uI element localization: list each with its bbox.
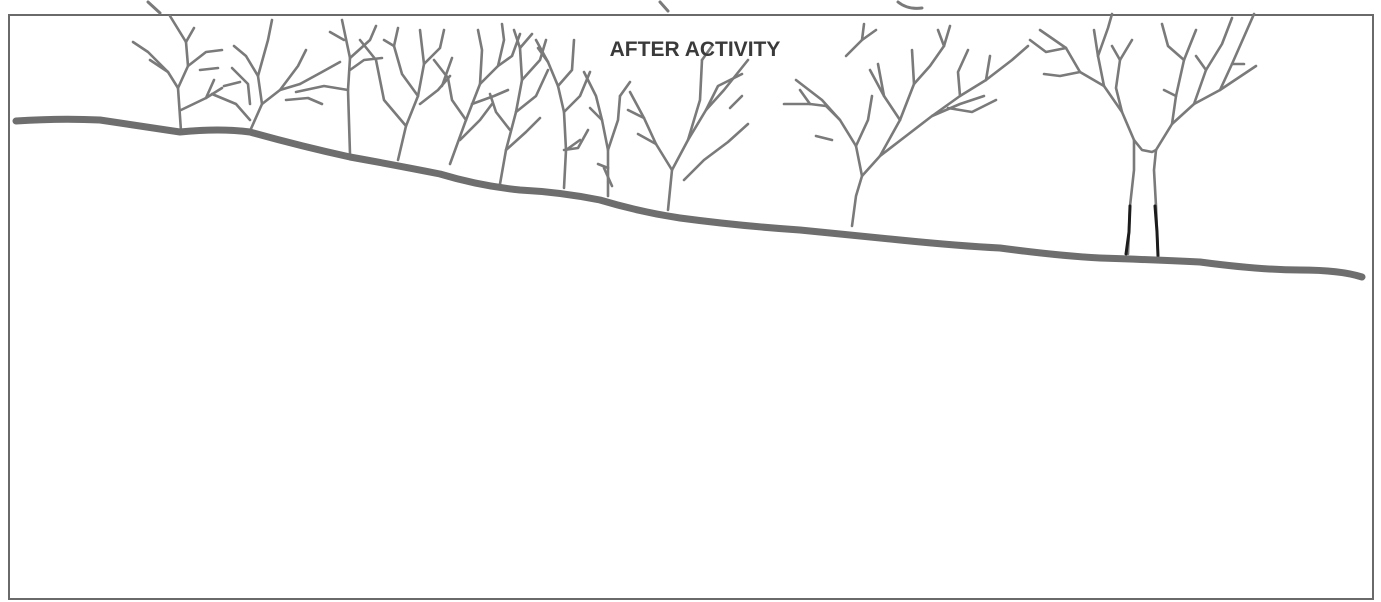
- branch-stroke: [234, 46, 258, 76]
- branch-stroke: [730, 96, 742, 108]
- cropped-stroke: [898, 2, 922, 8]
- drawing-frame: [9, 15, 1373, 599]
- branch-stroke: [500, 30, 522, 184]
- branch-stroke: [296, 86, 348, 92]
- branch-stroke: [133, 42, 168, 72]
- branch-stroke: [258, 20, 272, 104]
- bare-tree: [536, 40, 590, 188]
- branch-stroke: [490, 94, 510, 130]
- branch-stroke: [668, 74, 742, 210]
- branch-stroke: [300, 62, 340, 84]
- frame-border: [9, 15, 1373, 599]
- branch-stroke: [796, 80, 862, 176]
- branch-stroke: [630, 92, 672, 170]
- branch-stroke: [200, 68, 218, 70]
- branch-stroke: [181, 88, 222, 110]
- branch-stroke: [286, 98, 322, 104]
- branch-stroke: [816, 136, 832, 140]
- cropped-strokes-above-frame: [148, 2, 922, 13]
- branch-stroke: [800, 90, 810, 104]
- bare-tree: [133, 16, 222, 131]
- bare-tree: [564, 72, 630, 196]
- cropped-stroke: [148, 2, 160, 13]
- branch-stroke: [538, 48, 566, 188]
- branch-stroke: [598, 164, 608, 168]
- branch-stroke: [880, 50, 914, 156]
- branch-stroke: [1098, 14, 1112, 56]
- branch-stroke: [564, 130, 588, 150]
- branch-stroke: [186, 28, 194, 42]
- branch-stroke: [1196, 56, 1206, 70]
- branch-stroke: [584, 72, 608, 196]
- branch-stroke: [1172, 30, 1196, 124]
- branch-stroke: [450, 30, 482, 164]
- branch-stroke: [1162, 24, 1184, 60]
- branch-stroke: [558, 40, 574, 86]
- branch-stroke: [212, 94, 250, 120]
- branch-stroke: [384, 40, 394, 46]
- branch-stroke: [784, 104, 840, 120]
- branch-stroke: [398, 30, 424, 160]
- branch-stroke: [224, 82, 240, 86]
- cropped-stroke: [660, 2, 668, 11]
- branch-stroke: [938, 30, 944, 46]
- branch-stroke: [232, 68, 250, 104]
- branch-stroke: [522, 40, 546, 80]
- bare-tree: [784, 24, 1028, 226]
- branch-stroke: [1154, 66, 1256, 256]
- bare-tree: [296, 20, 382, 154]
- bare-tree: [212, 20, 340, 131]
- branch-stroke: [360, 40, 406, 126]
- branch-stroke: [620, 82, 630, 96]
- branch-stroke: [608, 96, 620, 150]
- bare-tree: [628, 46, 748, 210]
- branch-stroke: [420, 76, 450, 104]
- branch-stroke: [188, 50, 222, 66]
- trunk-base-marks: [1126, 206, 1158, 256]
- branch-stroke: [250, 84, 300, 131]
- large-bare-tree: [1030, 14, 1256, 256]
- branch-stroke: [330, 32, 344, 40]
- branch-stroke: [958, 50, 968, 96]
- branch-stroke: [1134, 140, 1156, 152]
- branch-stroke: [1112, 46, 1120, 60]
- branch-stroke: [1116, 40, 1132, 112]
- branch-stroke: [914, 26, 950, 84]
- branch-stroke: [932, 46, 1028, 116]
- branch-stroke: [1030, 40, 1066, 52]
- bare-tree: [490, 30, 548, 184]
- branch-stroke: [706, 60, 748, 110]
- branch-stroke: [480, 24, 504, 84]
- bare-tree: [360, 28, 450, 160]
- branch-stroke: [394, 28, 418, 96]
- branch-stroke: [852, 96, 984, 226]
- branch-stroke: [520, 34, 532, 48]
- diagram-caption: AFTER ACTIVITY: [610, 38, 781, 61]
- branch-stroke: [1044, 72, 1080, 76]
- branch-stroke: [856, 96, 872, 146]
- branch-stroke: [1164, 90, 1176, 96]
